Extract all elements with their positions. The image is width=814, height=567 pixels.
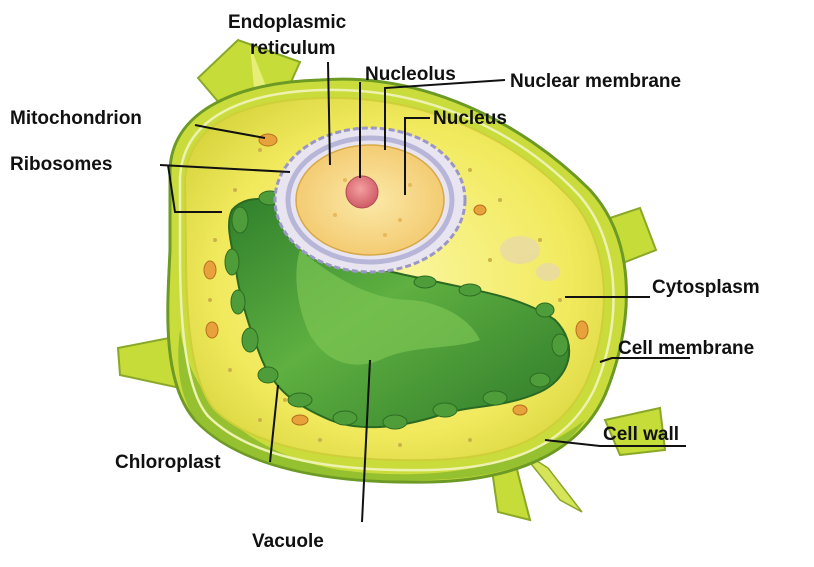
label-chloroplast: Chloroplast [115,452,221,473]
label-cell-membrane: Cell membrane [618,338,754,359]
nucleolus [346,176,378,208]
label-cell-wall: Cell wall [603,424,679,445]
label-cytoplasm: Cytosplasm [652,277,760,298]
label-vacuole: Vacuole [252,531,324,552]
label-nucleolus: Nucleolus [365,64,456,85]
label-nucleus: Nucleus [433,108,507,129]
label-endoplasmic-line1: Endoplasmic [228,12,347,33]
label-nuclear-membrane: Nuclear membrane [510,71,681,92]
label-mitochondrion: Mitochondrion [10,108,142,129]
label-endoplasmic-line2: reticulum [250,38,336,59]
label-ribosomes: Ribosomes [10,154,112,175]
